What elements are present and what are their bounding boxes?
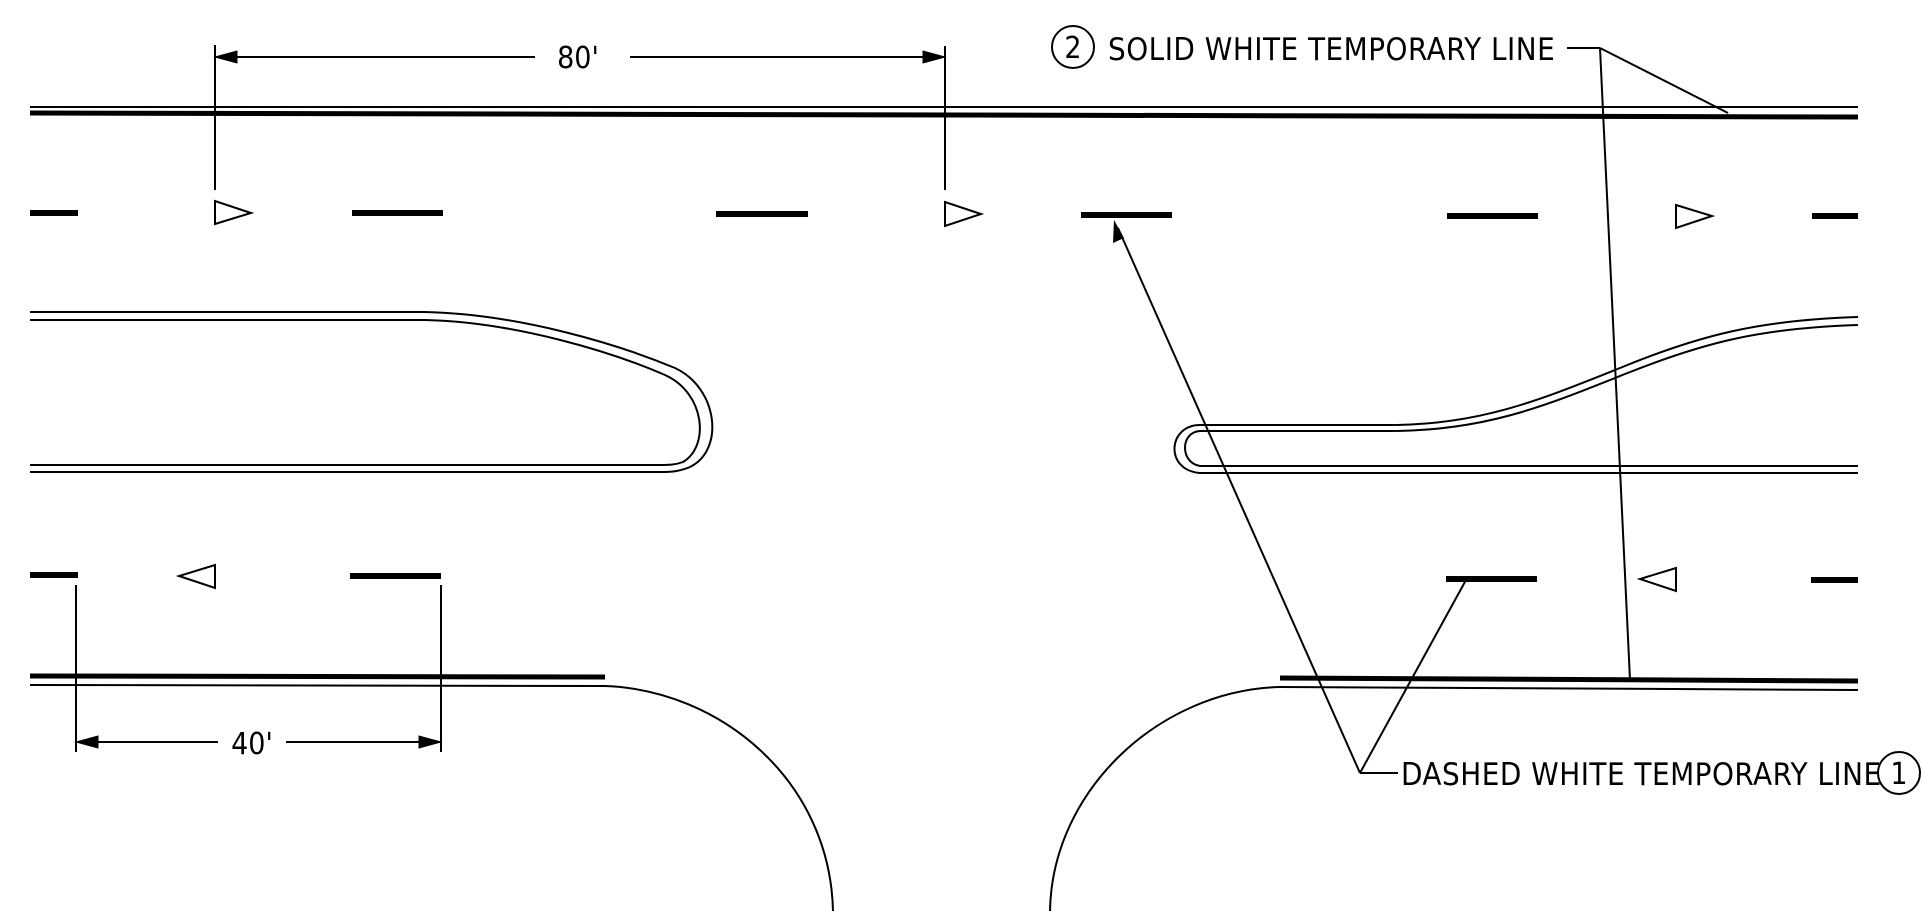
direction-arrow-icon <box>214 199 255 226</box>
upper-direction-arrows <box>214 199 1716 230</box>
callout-solid-line: 2 SOLID WHITE TEMPORARY LINE <box>1051 25 1729 681</box>
direction-arrow-icon <box>1636 566 1677 593</box>
callout-label: SOLID WHITE TEMPORARY LINE <box>1108 32 1555 68</box>
dimension-40ft-label: 40' <box>231 727 273 762</box>
bottom-right-edge <box>1049 675 1859 911</box>
dimension-80ft <box>213 45 947 190</box>
callout-number: 2 <box>1064 31 1081 66</box>
bottom-left-edge <box>29 673 834 911</box>
right-median-island <box>1173 316 1859 474</box>
callout-number: 1 <box>1890 757 1907 792</box>
direction-arrow-icon <box>944 200 985 228</box>
callout-number-circle <box>1877 751 1921 795</box>
leader-line <box>1117 227 1467 774</box>
callout-dashed-line: DASHED WHITE TEMPORARY LINE 1 <box>1113 220 1921 795</box>
direction-arrow-icon <box>175 563 216 590</box>
upper-dashed-lane-line <box>30 210 1858 219</box>
dimension-80ft-label: 80' <box>557 41 599 76</box>
callout-number-circle <box>1051 25 1095 69</box>
lower-direction-arrows <box>175 563 1677 593</box>
callout-label: DASHED WHITE TEMPORARY LINE <box>1401 757 1882 793</box>
direction-arrow-icon <box>1675 203 1716 230</box>
leader-line <box>1567 47 1729 681</box>
dimension-40ft <box>74 585 443 752</box>
left-median-island <box>30 311 714 473</box>
lower-dashed-lane-line <box>30 572 1858 583</box>
leader-arrowhead <box>1113 220 1124 243</box>
